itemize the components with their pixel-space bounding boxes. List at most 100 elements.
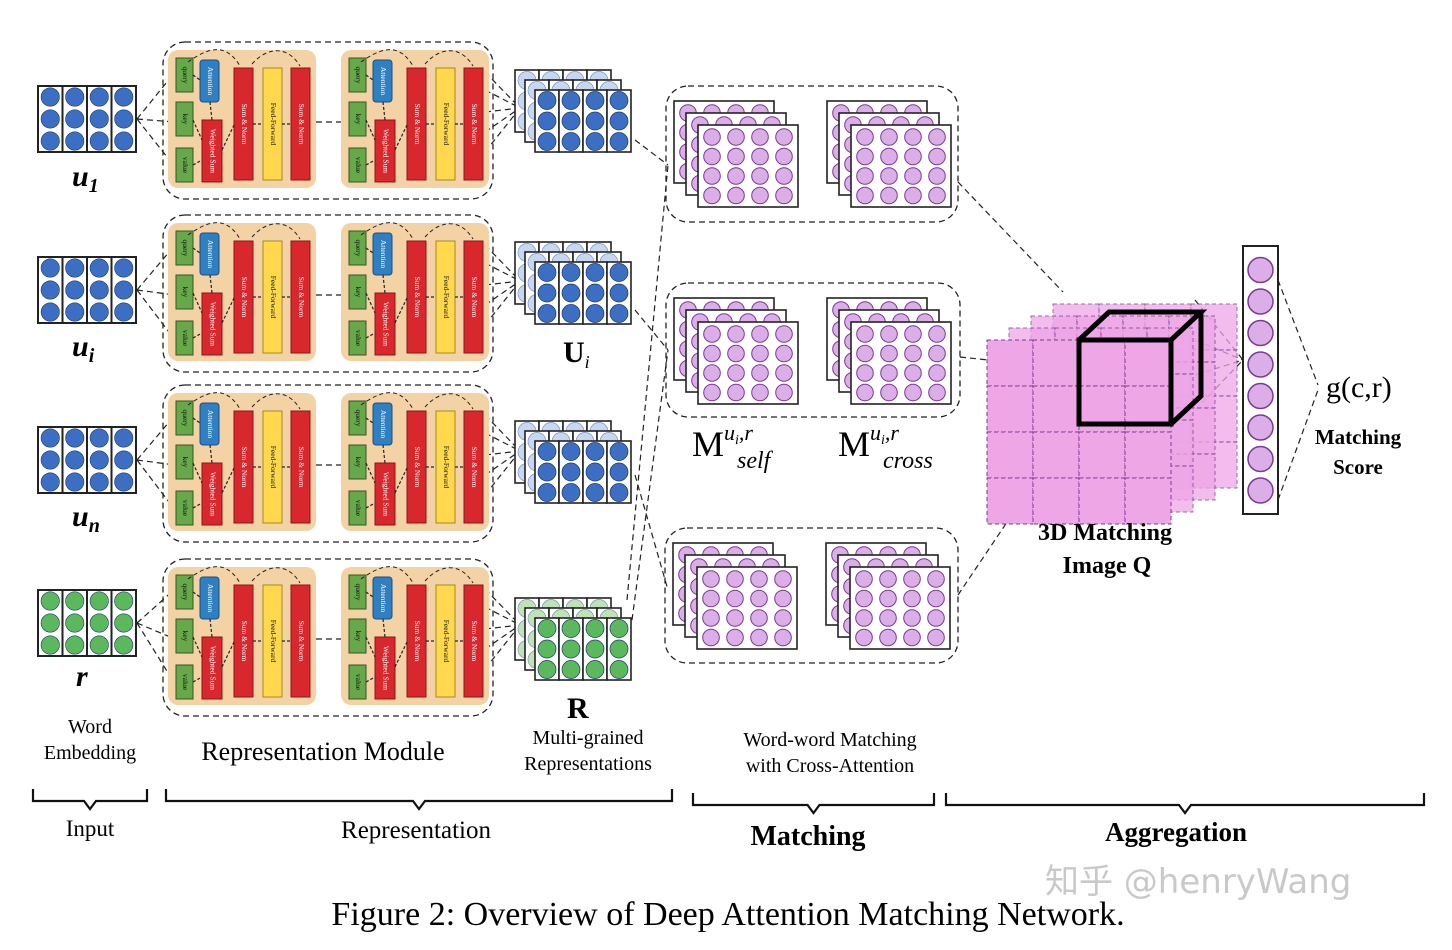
- sum-norm-block: [290, 584, 311, 698]
- matching-cell: [775, 128, 793, 146]
- matching-cell: [775, 325, 793, 343]
- embedding-unit: [114, 109, 134, 129]
- matching-cell: [904, 186, 922, 205]
- matching-cell: [928, 128, 946, 146]
- input-bracket: [31, 789, 149, 811]
- module-to-rep-line: [484, 450, 521, 456]
- flow-line: [382, 444, 386, 464]
- matching-cell: [751, 364, 769, 382]
- matching-cell: [751, 325, 769, 343]
- residual-arc: [424, 50, 474, 67]
- matching-cell: [775, 344, 793, 363]
- matching-cell: [855, 589, 873, 608]
- score-unit: [1247, 414, 1274, 441]
- residual-arc: [360, 49, 414, 67]
- flow-line: [192, 636, 203, 658]
- matching-dashed-frame: [664, 527, 959, 664]
- embedding-unit: [40, 472, 60, 492]
- matching-cell: [928, 325, 946, 343]
- cube-cell: [1078, 339, 1126, 387]
- module-to-rep-line: [484, 624, 521, 650]
- M-self-stack-0: [673, 100, 799, 208]
- rep-unit: [561, 91, 581, 110]
- cube-cell: [1032, 385, 1080, 433]
- rep-to-matching-line: [634, 139, 669, 166]
- matching-cell: [703, 128, 721, 146]
- matching-cell: [856, 147, 874, 166]
- matching-cell: [703, 383, 721, 402]
- matching-cell: [928, 186, 946, 205]
- qkv-label: value: [181, 330, 190, 347]
- score-unit: [1247, 351, 1274, 378]
- rep-unit: [609, 639, 629, 659]
- cube-cell: [986, 385, 1034, 433]
- module-to-rep-line: [484, 450, 521, 476]
- matching-cell: [904, 128, 922, 146]
- embedding-unit: [65, 131, 85, 151]
- weighted-sum-block: [374, 119, 396, 183]
- rep-unit: [609, 111, 629, 131]
- sum-norm-label: Sum & Norm: [240, 621, 249, 662]
- cube-cell: [1124, 339, 1172, 387]
- embedding-unit: [114, 613, 134, 633]
- embedding-unit: [40, 87, 60, 107]
- sum-norm-label: Sum & Norm: [470, 621, 479, 662]
- embedding-unit: [65, 302, 85, 322]
- input-label-r: r: [76, 660, 88, 693]
- embedding-unit: [40, 613, 60, 633]
- matching-cell: [775, 383, 793, 402]
- cube-cell: [1078, 477, 1126, 525]
- attention-block: [199, 59, 220, 103]
- flow-line: [365, 462, 376, 484]
- sum-norm-label: Sum & Norm: [297, 277, 306, 318]
- matching-cell: [856, 344, 874, 363]
- input-label-ui: ui: [72, 330, 95, 367]
- matching-cell: [703, 186, 721, 205]
- matching-cell: [750, 628, 768, 647]
- highlighted-cube-top: [1077, 309, 1208, 342]
- module-dashed-frame: [162, 41, 494, 200]
- matching-cell: [856, 383, 874, 402]
- rep-unit: [537, 111, 557, 131]
- matching-cell: [880, 364, 898, 382]
- module-to-rep-line: [484, 89, 521, 109]
- weighted-sum-block: [201, 636, 223, 700]
- rep-unit: [537, 639, 557, 659]
- matching-to-cube-line: [959, 356, 989, 361]
- flow-line: [192, 119, 203, 141]
- matching-cell: [880, 167, 898, 185]
- image-q-label-2: Image Q: [1063, 553, 1152, 579]
- rep-unit: [585, 263, 605, 282]
- rep-unit: [585, 639, 605, 659]
- embedding-unit: [40, 635, 60, 655]
- residual-arc: [187, 222, 241, 240]
- matching-cell: [702, 570, 720, 588]
- weighted-sum-label: Weighted Sum: [208, 646, 217, 690]
- embedding-unit: [40, 258, 60, 278]
- matching-cell: [904, 167, 922, 185]
- embedding-unit: [89, 131, 109, 151]
- U-i-label: Ui: [563, 336, 590, 372]
- sum-norm-block: [463, 240, 484, 354]
- image-q-label-1: 3D Matching: [1038, 520, 1172, 546]
- matching-cell: [702, 589, 720, 608]
- embedding-unit: [114, 258, 134, 278]
- rep-unit: [537, 283, 557, 303]
- rep-unit: [561, 462, 581, 482]
- module-to-rep-line: [484, 107, 521, 133]
- rep-unit: [609, 660, 629, 679]
- qkv-label: key: [181, 287, 190, 298]
- matching-cell: [927, 609, 945, 627]
- sum-norm-label: Sum & Norm: [470, 104, 479, 145]
- rep-unit: [585, 283, 605, 303]
- module-to-rep-line: [484, 606, 521, 626]
- embedding-unit: [89, 302, 109, 322]
- flow-line: [209, 444, 213, 464]
- attention-block: [199, 576, 220, 620]
